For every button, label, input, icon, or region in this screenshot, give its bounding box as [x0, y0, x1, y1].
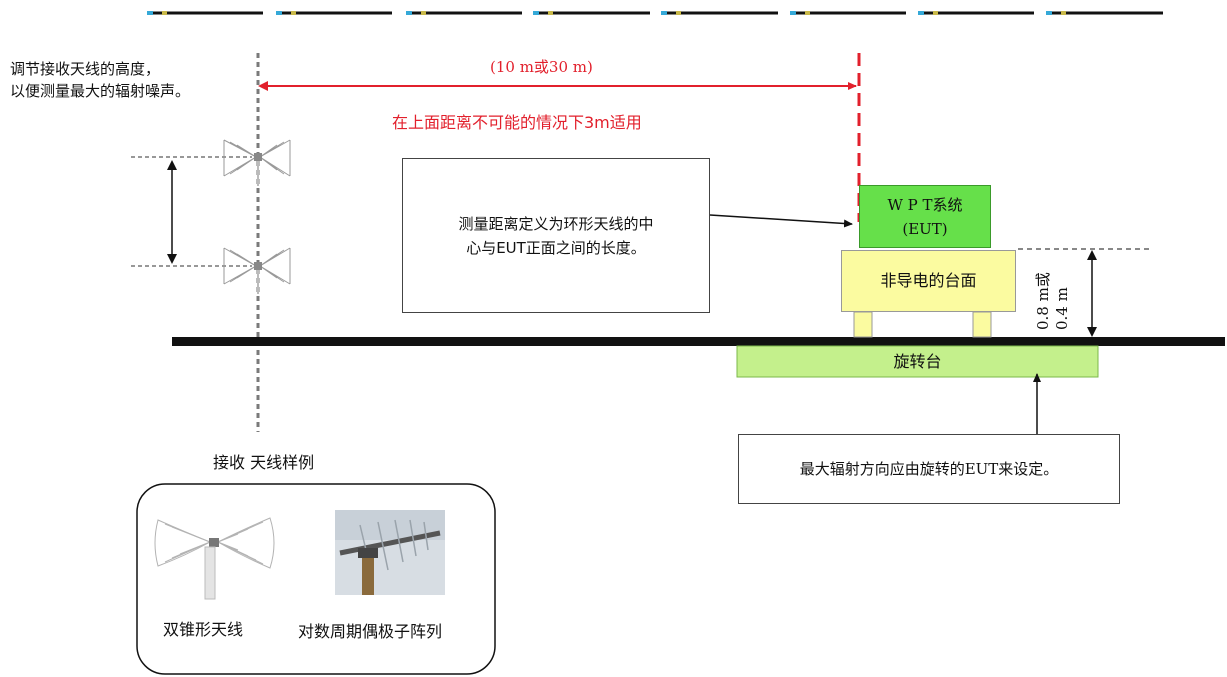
distance-label: (10 m或30 m) — [490, 58, 593, 76]
distance-arrow-tail — [258, 81, 268, 91]
table-label: 非导电的台面 — [880, 271, 977, 290]
table-leg-left — [853, 311, 873, 338]
table-height-indicator — [1018, 248, 1150, 337]
biconical-antenna-icon — [154, 517, 275, 600]
adjust-note-line2: 以便测量最大的辐射噪声。 — [10, 82, 191, 100]
biconical-label: 双锥形天线 — [163, 620, 244, 639]
adjust-note: 调节接收天线的高度， 以便测量最大的辐射噪声。 — [10, 58, 190, 102]
rotation-note: 最大辐射方向应由旋转的EUT来设定。 — [799, 460, 1059, 478]
turntable — [736, 345, 1099, 378]
height-label-line2: 0.4 m — [1053, 287, 1071, 330]
definition-box: 测量距离定义为环形天线的中 心与EUT正面之间的长度。 — [402, 158, 710, 313]
height-range-indicator — [131, 156, 252, 267]
rotation-note-box: 最大辐射方向应由旋转的EUT来设定。 — [738, 434, 1120, 504]
logperiodic-label: 对数周期偶极子阵列 — [298, 622, 443, 641]
definition-arrow — [709, 214, 853, 228]
ground-plane — [172, 337, 1225, 346]
eut-line2: (EUT) — [902, 219, 948, 238]
antenna-icon-upper — [223, 139, 291, 186]
distance-note: 在上面距离不可能的情况下3m适用 — [392, 113, 642, 132]
examples-title: 接收 天线样例 — [213, 453, 315, 472]
antenna-icon-lower — [223, 247, 291, 294]
definition-line1: 测量距离定义为环形天线的中 — [458, 215, 654, 233]
log-periodic-antenna-photo — [335, 510, 445, 595]
eut-box: W P T系统 (EUT) — [859, 185, 991, 248]
adjust-note-line1: 调节接收天线的高度， — [10, 60, 161, 78]
definition-line2: 心与EUT正面之间的长度。 — [466, 239, 646, 257]
table-leg-right — [972, 311, 992, 338]
non-conductive-table: 非导电的台面 — [841, 250, 1016, 312]
header-strip — [147, 11, 1163, 15]
turntable-label-wrap: 旋转台 — [737, 346, 1098, 377]
height-label-line1: 0.8 m或 — [1034, 272, 1052, 330]
eut-line1: W P T系统 — [887, 195, 963, 214]
height-label: 0.8 m或 0.4 m — [1034, 240, 1078, 330]
turntable-label: 旋转台 — [893, 351, 942, 371]
